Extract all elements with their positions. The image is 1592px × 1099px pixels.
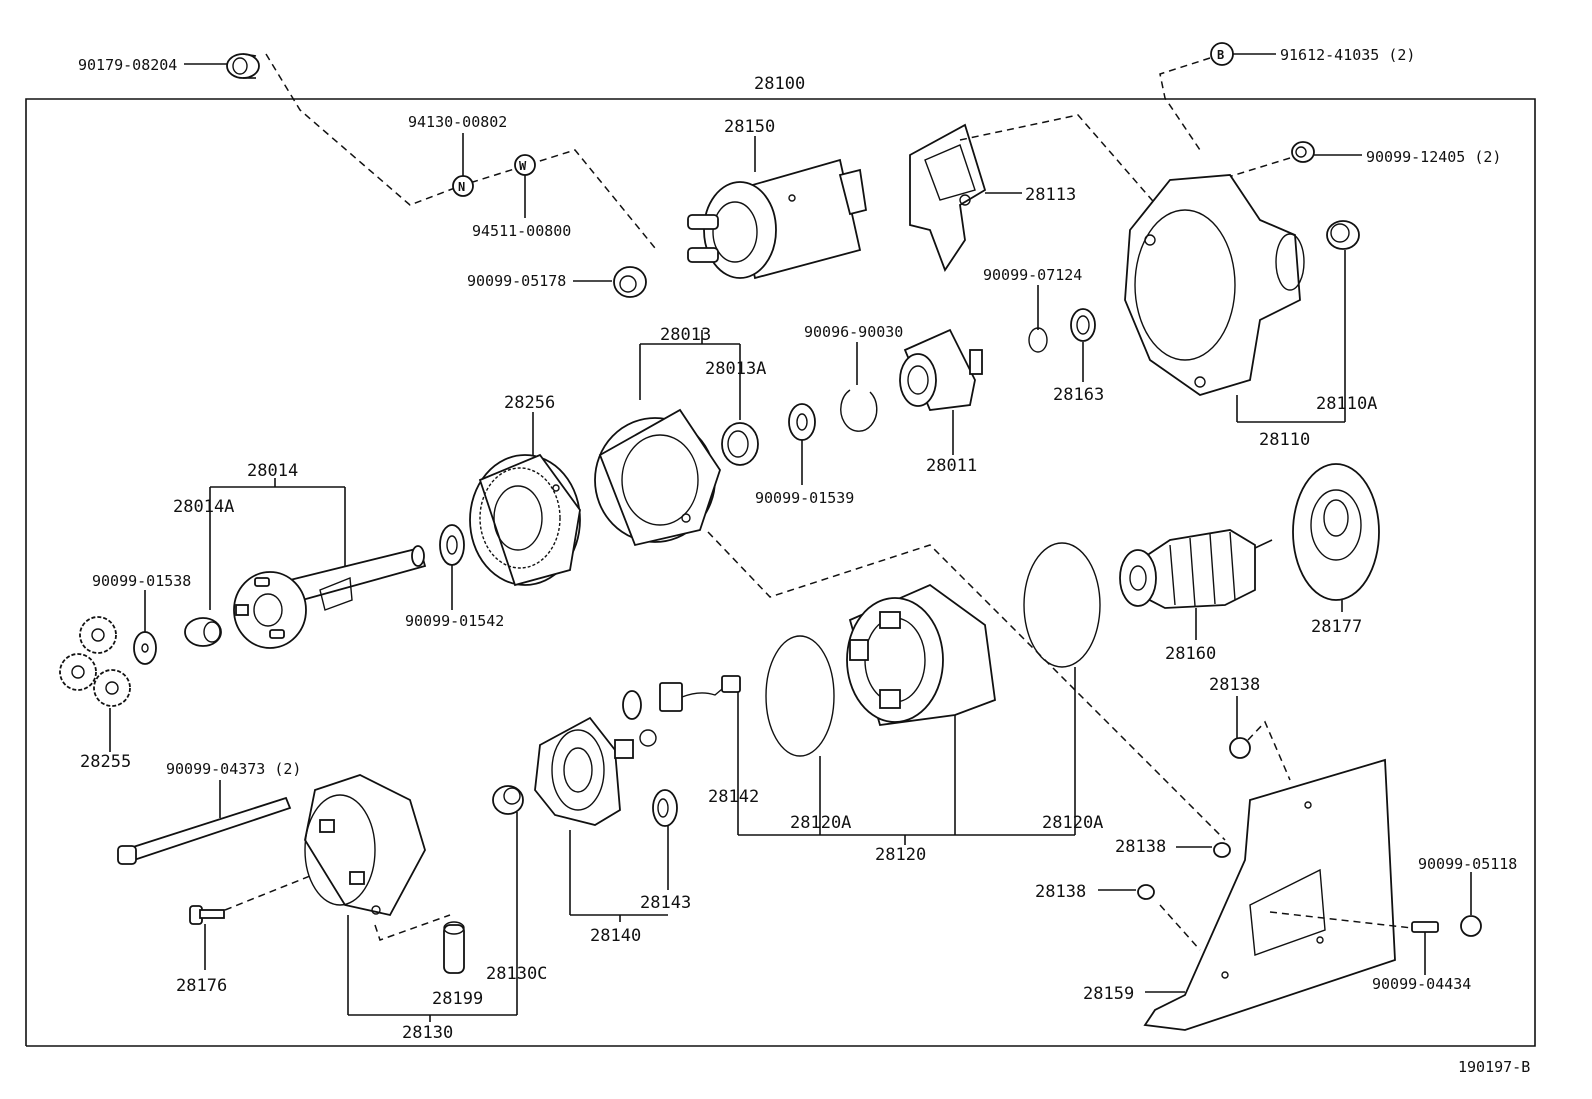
part-lever-28113 <box>909 123 1022 272</box>
part-shaft-28014 <box>233 545 427 649</box>
label-28014a: 28014A <box>173 497 234 517</box>
part-28138-low <box>1098 884 1155 900</box>
label-90179-08204: 90179-08204 <box>78 56 177 74</box>
part-28138-top <box>1229 696 1251 759</box>
label-28110a: 28110A <box>1316 394 1377 414</box>
label-28110: 28110 <box>1259 430 1310 450</box>
part-housing-28110 <box>1124 174 1346 423</box>
part-snap-ring-90096-90030 <box>840 342 878 432</box>
part-clutch-housing-28013 <box>594 408 721 547</box>
part-washer-90099-12405 <box>1291 141 1362 163</box>
part-through-bolt-90099-04373 <box>117 780 292 865</box>
label-28011: 28011 <box>926 456 977 476</box>
label-90099-05118: 90099-05118 <box>1418 855 1517 873</box>
part-washer-90099-01539 <box>788 403 816 485</box>
part-solenoid-28150 <box>687 136 868 280</box>
part-bushing-28199 <box>443 921 465 974</box>
part-o-ring-28120a-left <box>765 635 835 808</box>
part-w-marker-94511-00800 <box>514 154 536 218</box>
label-28013: 28013 <box>660 325 711 345</box>
label-28013a: 28013A <box>705 359 766 379</box>
part-ring-gear-28256 <box>469 412 581 587</box>
part-b-marker-91612-41035 <box>1210 42 1276 66</box>
part-plate-28177 <box>1292 463 1380 612</box>
part-end-frame-28130 <box>304 774 451 1015</box>
label-28120: 28120 <box>875 845 926 865</box>
part-brush-holder-28140 <box>534 690 668 922</box>
label-90099-05178: 90099-05178 <box>467 272 566 290</box>
label-w-marker: W <box>519 159 527 173</box>
label-b-marker: B <box>1217 48 1224 62</box>
label-28130c: 28130C <box>486 964 547 984</box>
bracket-28013 <box>639 330 741 420</box>
label-28142: 28142 <box>708 787 759 807</box>
part-clutch-28011 <box>899 328 983 455</box>
label-94130-00802: 94130-00802 <box>408 113 507 131</box>
part-armature-28160 <box>1119 529 1273 640</box>
label-90099-01542: 90099-01542 <box>405 612 504 630</box>
label-28255: 28255 <box>80 752 131 772</box>
label-28014: 28014 <box>247 461 298 481</box>
part-spring-28143 <box>652 789 678 890</box>
label-28138-low: 28138 <box>1035 882 1086 902</box>
part-screw-28176 <box>189 905 225 970</box>
part-brush-28142 <box>659 675 741 712</box>
label-90099-01539: 90099-01539 <box>755 489 854 507</box>
part-gears-28255 <box>59 616 131 752</box>
part-bushing-28130c <box>492 785 524 1015</box>
label-94511-00800: 94511-00800 <box>472 222 571 240</box>
bracket-28130 <box>348 1014 517 1022</box>
part-nut-90099-05118 <box>1460 872 1482 937</box>
label-28130: 28130 <box>402 1023 453 1043</box>
label-190197-b: 190197-B <box>1458 1058 1530 1076</box>
part-yoke-28120 <box>846 583 996 835</box>
label-28120a-right: 28120A <box>1042 813 1103 833</box>
bracket-28120 <box>737 690 1076 845</box>
part-n-marker-94130-00802 <box>452 133 474 197</box>
part-28138-mid <box>1176 842 1231 858</box>
label-28163: 28163 <box>1053 385 1104 405</box>
label-28138-top: 28138 <box>1209 675 1260 695</box>
part-washer-90099-05178 <box>573 266 647 298</box>
part-washer-90099-01542 <box>439 524 465 610</box>
label-28199: 28199 <box>432 989 483 1009</box>
label-28140: 28140 <box>590 926 641 946</box>
label-90099-04434: 90099-04434 <box>1372 975 1471 993</box>
label-28176: 28176 <box>176 976 227 996</box>
bracket-28014 <box>209 478 346 610</box>
label-28138-mid: 28138 <box>1115 837 1166 857</box>
label-90099-07124: 90099-07124 <box>983 266 1082 284</box>
label-90099-04373: 90099-04373 (2) <box>166 760 301 778</box>
part-cover-28159 <box>1143 758 1396 1031</box>
label-28256: 28256 <box>504 393 555 413</box>
part-bearing-28163 <box>1070 308 1096 382</box>
label-90099-12405: 90099-12405 (2) <box>1366 148 1501 166</box>
label-28159: 28159 <box>1083 984 1134 1004</box>
label-28120a-left: 28120A <box>790 813 851 833</box>
label-28177: 28177 <box>1311 617 1362 637</box>
label-90096-90030: 90096-90030 <box>804 323 903 341</box>
part-bushing-28110a <box>1326 220 1360 250</box>
label-91612-41035: 91612-41035 (2) <box>1280 46 1415 64</box>
part-washer-90099-01538 <box>133 590 157 665</box>
part-bushing-28014a <box>184 617 222 647</box>
part-nut-90179-08204 <box>184 53 260 79</box>
label-28113: 28113 <box>1025 185 1076 205</box>
part-o-ring-28120a-right <box>1023 542 1101 808</box>
label-90099-01538: 90099-01538 <box>92 572 191 590</box>
assembly-frame <box>25 98 1536 1047</box>
label-28160: 28160 <box>1165 644 1216 664</box>
label-28100: 28100 <box>754 74 805 94</box>
part-bolt-90099-04434 <box>1411 921 1439 975</box>
part-bushing-28013a <box>721 422 759 466</box>
label-28150: 28150 <box>724 117 775 137</box>
part-ring-90099-07124 <box>1028 285 1048 353</box>
label-n-marker: N <box>458 180 465 194</box>
label-28143: 28143 <box>640 893 691 913</box>
